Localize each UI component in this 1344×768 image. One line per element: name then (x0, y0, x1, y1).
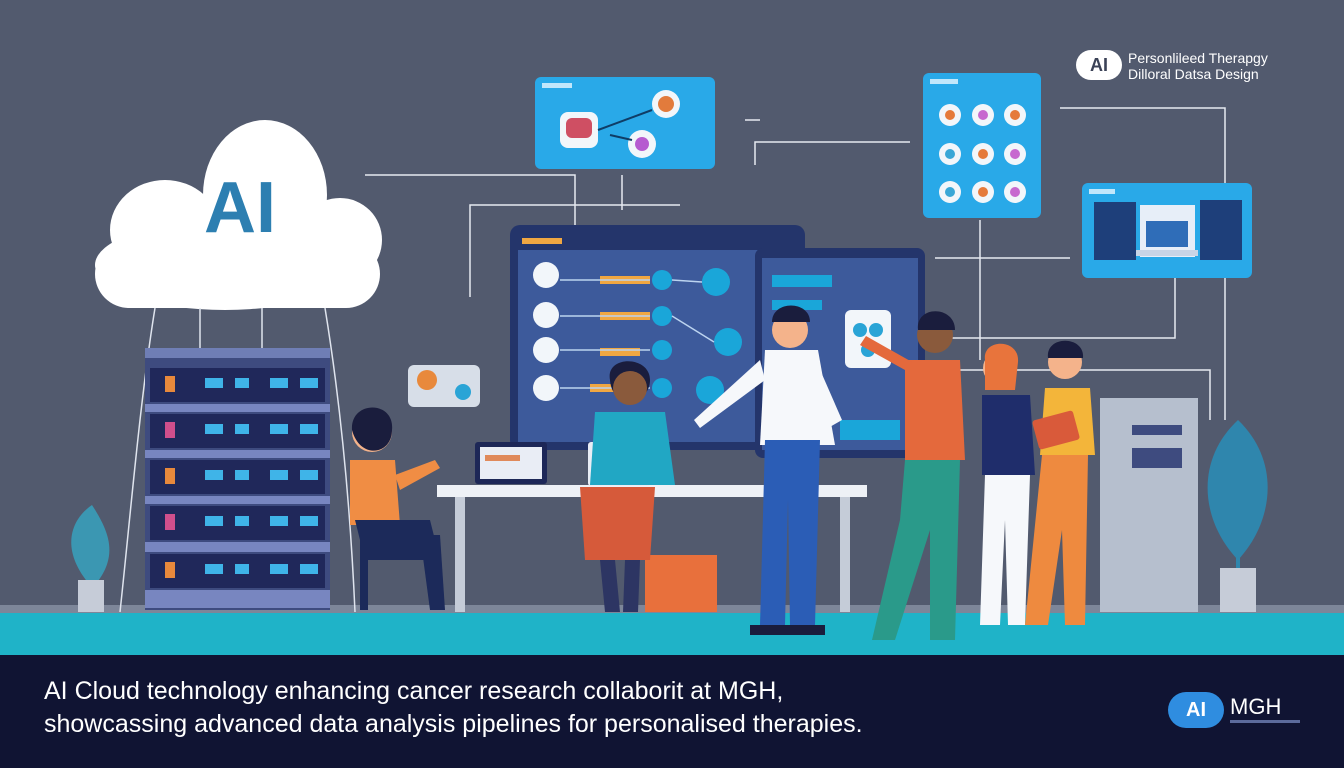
floating-card (408, 365, 480, 407)
panel-dashboards (1082, 183, 1252, 278)
person-seated-left (350, 407, 445, 610)
panel-molecule (535, 77, 715, 169)
mgh-label: MGH (1230, 694, 1282, 719)
brand-line-2: Dilloral Datsa Design (1128, 66, 1259, 82)
ai-cloud-icon: AI (1168, 692, 1224, 728)
plant-right-2 (1207, 420, 1268, 612)
server-rack (145, 348, 330, 610)
caption-text: AI Cloud technology enhancing cancer res… (44, 675, 1144, 741)
cabinet (1100, 398, 1198, 612)
person-orange-hair (980, 343, 1035, 625)
person-seated-center (580, 361, 675, 612)
brand-underline (1230, 720, 1300, 723)
top-right-brand: AI Personlileed Therapgy Dilloral Datsa … (1076, 48, 1326, 88)
caption-line-1: AI Cloud technology enhancing cancer res… (44, 677, 784, 705)
ai-cloud (95, 120, 382, 310)
plant-left (71, 505, 110, 612)
bottom-right-brand: AI MGH (1168, 690, 1318, 734)
connector-lines (365, 107, 1226, 420)
person-yellow-shirt (1025, 340, 1095, 625)
floor (0, 612, 1344, 656)
person-tablet (860, 311, 965, 640)
ai-badge-icon: AI (1076, 50, 1122, 80)
cloud-ai-label: AI (204, 168, 276, 248)
panel-cells-grid (923, 73, 1041, 218)
person-doctor (694, 305, 842, 635)
brand-line-1: Personlileed Therapgy (1128, 50, 1268, 66)
caption-line-2: showcassing advanced data analysis pipel… (44, 710, 863, 738)
caption-bar: AI Cloud technology enhancing cancer res… (0, 655, 1344, 768)
